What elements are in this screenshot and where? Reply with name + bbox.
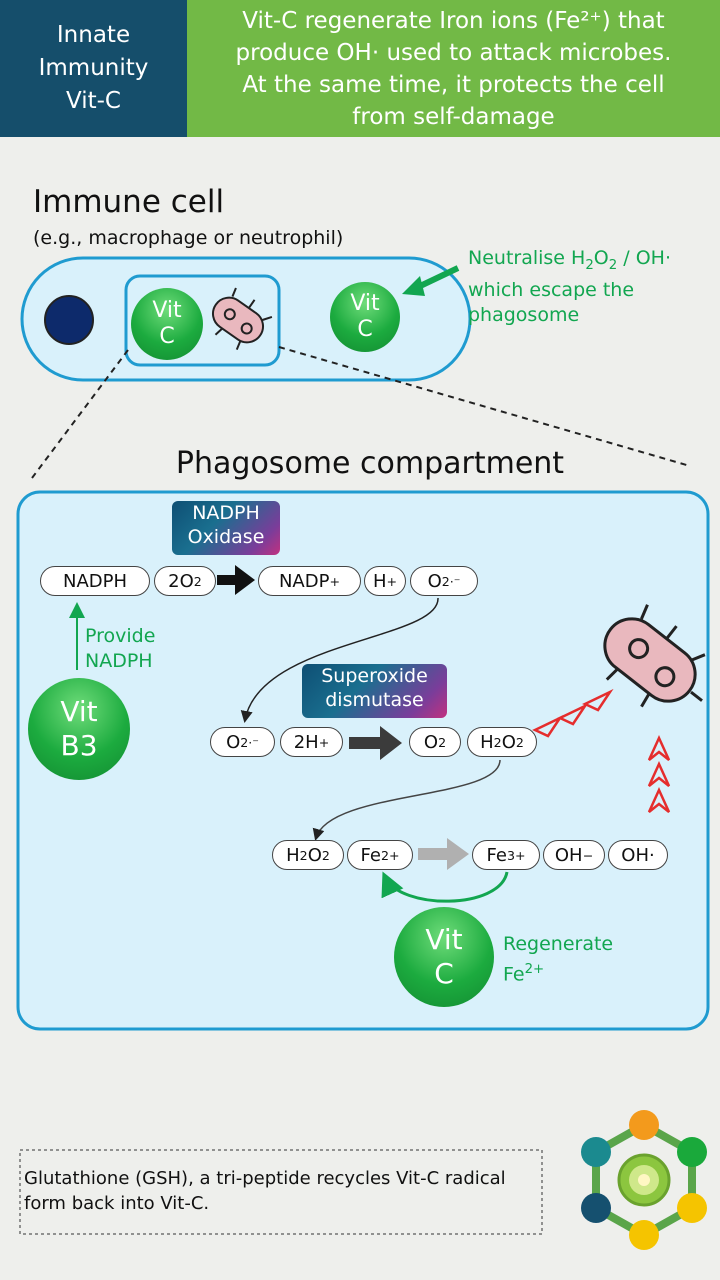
vit-letter: C <box>357 317 373 342</box>
chem-sup: + <box>329 573 341 589</box>
note-line-2: which escape the <box>468 278 635 301</box>
chem-text: O <box>226 731 241 753</box>
header-topic-line-3: Vit-C <box>66 88 121 114</box>
chem-text: O <box>307 844 322 866</box>
pill-nadp: NADP+ <box>258 566 361 596</box>
note-text: Fe <box>503 963 525 986</box>
chem-sup: ·⁻ <box>449 573 461 589</box>
superoxide-dismutase-label: Superoxide dismutase <box>302 664 447 718</box>
chem-sup: + <box>386 573 398 589</box>
chem-text: H <box>372 570 387 592</box>
header-summary-line-2: produce OH· used to attack microbes. <box>235 39 672 66</box>
chem-text: 2O <box>168 570 194 592</box>
chem-text: O <box>427 570 442 592</box>
chem-sub: 2 <box>493 734 502 750</box>
vit-c-regenerate-badge: Vit C <box>394 907 494 1007</box>
chem-sup: − <box>582 847 594 863</box>
vit-label: Vit <box>60 695 98 728</box>
nucleus <box>44 295 94 345</box>
enzyme-line: NADPH <box>192 502 260 524</box>
chem-sub: 2 <box>321 847 330 863</box>
note-line: Provide <box>85 625 156 647</box>
attack-chevrons-horizontal <box>532 688 614 738</box>
note-line: NADPH <box>85 650 153 672</box>
attack-chevrons-vertical <box>647 734 671 813</box>
header-topic-line-1: Innate <box>56 22 131 48</box>
chem-text: O <box>423 731 439 753</box>
chem-sub: 2 <box>515 734 524 750</box>
immune-cell-title: Immune cell <box>33 184 225 220</box>
note-text: / OH· <box>617 247 671 269</box>
note-text: Neutralise H <box>468 247 586 269</box>
neutralise-note: Neutralise H2O2 / OH· which escape the p… <box>468 246 671 328</box>
note-line: Regenerate <box>503 933 614 955</box>
note-sub: 2 <box>608 257 618 273</box>
chem-sub: 2 <box>441 573 450 589</box>
vit-c-cytoplasm-badge: Vit C <box>330 282 400 352</box>
header-summary-panel: Vit-C regenerate Iron ions (Fe²⁺) that p… <box>187 0 720 137</box>
chem-text: H <box>480 731 494 753</box>
enzyme-line: Oxidase <box>187 526 265 548</box>
vit-letter: C <box>434 957 454 990</box>
header-topic-panel: Innate Immunity Vit-C <box>0 0 187 137</box>
nadph-oxidase-label: NADPH Oxidase <box>172 501 280 555</box>
enzyme-line: dismutase <box>325 689 424 711</box>
header-summary-line-1: Vit-C regenerate Iron ions (Fe²⁺) that <box>242 7 665 34</box>
vit-letter: C <box>159 324 175 349</box>
note-sub: 2 <box>585 257 594 273</box>
chem-text: O <box>501 731 516 753</box>
note-sup: 2+ <box>524 962 545 977</box>
header-topic-line-2: Immunity <box>38 55 149 81</box>
header-summary-line-3: At the same time, it protects the cell <box>242 71 665 98</box>
chem-sup: ·⁻ <box>248 734 259 750</box>
note-line-3: phagosome <box>468 303 580 326</box>
provide-nadph-note: Provide NADPH <box>85 624 155 674</box>
immune-cell-subtitle: (e.g., macrophage or neutrophil) <box>33 227 344 249</box>
pill-nadph: NADPH <box>40 566 150 596</box>
pill-2h: 2H+ <box>280 727 343 757</box>
vit-label: Vit <box>425 923 463 956</box>
chem-sup: 3+ <box>506 847 526 863</box>
chem-sup: + <box>318 734 330 750</box>
vit-label: Vit <box>350 291 380 316</box>
enzyme-line: Superoxide <box>321 665 428 687</box>
phagosome-title: Phagosome compartment <box>175 446 565 481</box>
chem-sub: 2 <box>438 734 447 750</box>
chem-sub: 2 <box>193 573 202 589</box>
chem-text: Fe <box>360 844 381 866</box>
chem-text: Fe <box>486 844 507 866</box>
chem-text: NADP <box>278 570 330 592</box>
glutathione-footnote: Glutathione (GSH), a tri-peptide recycle… <box>24 1168 506 1214</box>
bacterium-large-icon <box>603 604 706 708</box>
chem-sub: 2 <box>240 734 249 750</box>
vit-letter: B3 <box>60 729 98 762</box>
vit-b3-badge: Vit B3 <box>28 678 130 780</box>
phagosome-compartment <box>16 490 710 1031</box>
chem-sup: 2+ <box>380 847 400 863</box>
header-summary-line-4: from self-damage <box>352 103 555 130</box>
logo-icon <box>581 1110 707 1250</box>
chem-text: H <box>286 844 300 866</box>
pill-oh-radical: OH· <box>608 840 668 870</box>
escape-arrow <box>414 265 460 291</box>
pill-h: H+ <box>364 566 406 596</box>
chem-sub: 2 <box>299 847 308 863</box>
bacterium-small-icon <box>211 287 273 351</box>
vit-label: Vit <box>152 298 182 323</box>
chem-text: 2H <box>293 731 319 753</box>
vit-c-phagosome-badge: Vit C <box>131 288 203 360</box>
chem-text: OH <box>554 844 583 866</box>
pill-oh-minus: OH− <box>543 840 605 870</box>
note-text: O <box>593 247 609 269</box>
regenerate-note: Regenerate Fe2+ <box>503 932 613 987</box>
